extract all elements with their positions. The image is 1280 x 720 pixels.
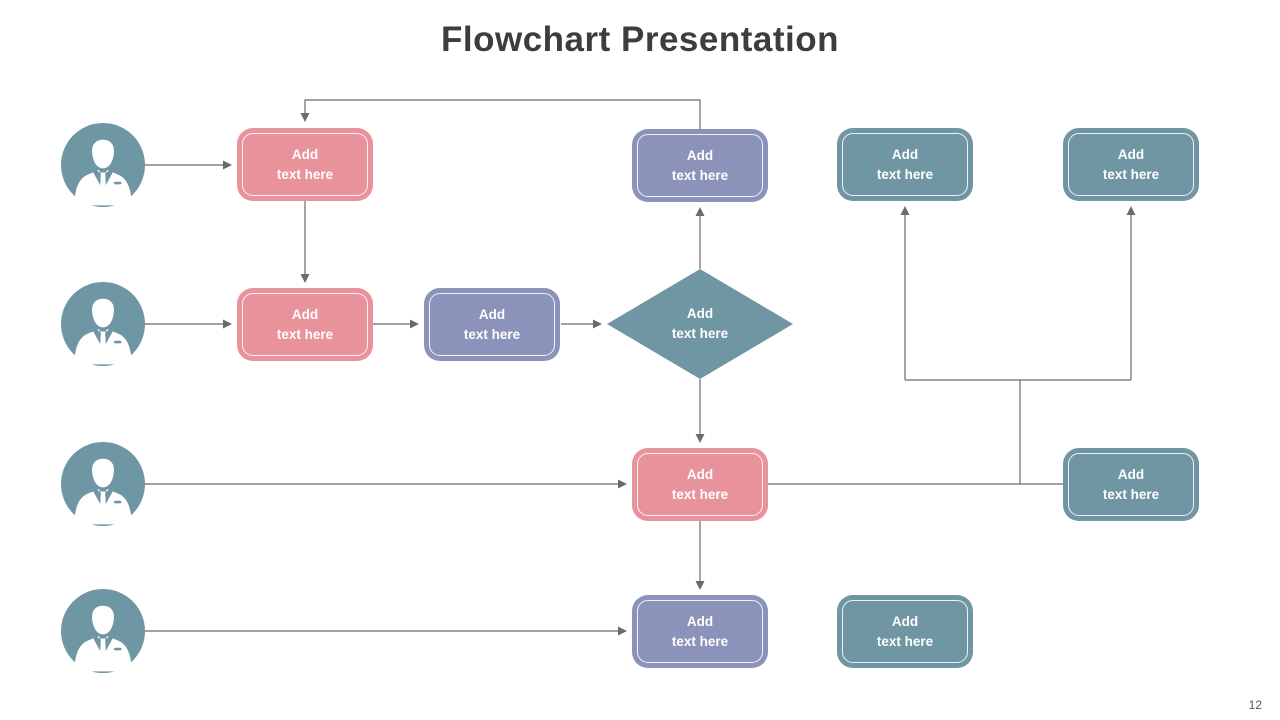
flowchart-node-process[interactable]: Add text here [424,288,560,361]
businessman-icon[interactable] [61,442,145,526]
flowchart-node-process[interactable]: Add text here [1063,448,1199,521]
flowchart-node-process[interactable]: Add text here [632,448,768,521]
flowchart-node-process[interactable]: Add text here [632,595,768,668]
flowchart-node-process[interactable]: Add text here [237,288,373,361]
businessman-icon[interactable] [61,589,145,673]
flowchart-node-process[interactable]: Add text here [1063,128,1199,201]
flowchart-node-process[interactable]: Add text here [837,128,973,201]
flowchart-node-process[interactable]: Add text here [837,595,973,668]
slide-title[interactable]: Flowchart Presentation [440,20,840,59]
flowchart-node-process[interactable]: Add text here [237,128,373,201]
flowchart-node-process[interactable]: Add text here [632,129,768,202]
businessman-icon[interactable] [61,282,145,366]
page-number: 12 [1248,698,1262,712]
businessman-icon[interactable] [61,123,145,207]
